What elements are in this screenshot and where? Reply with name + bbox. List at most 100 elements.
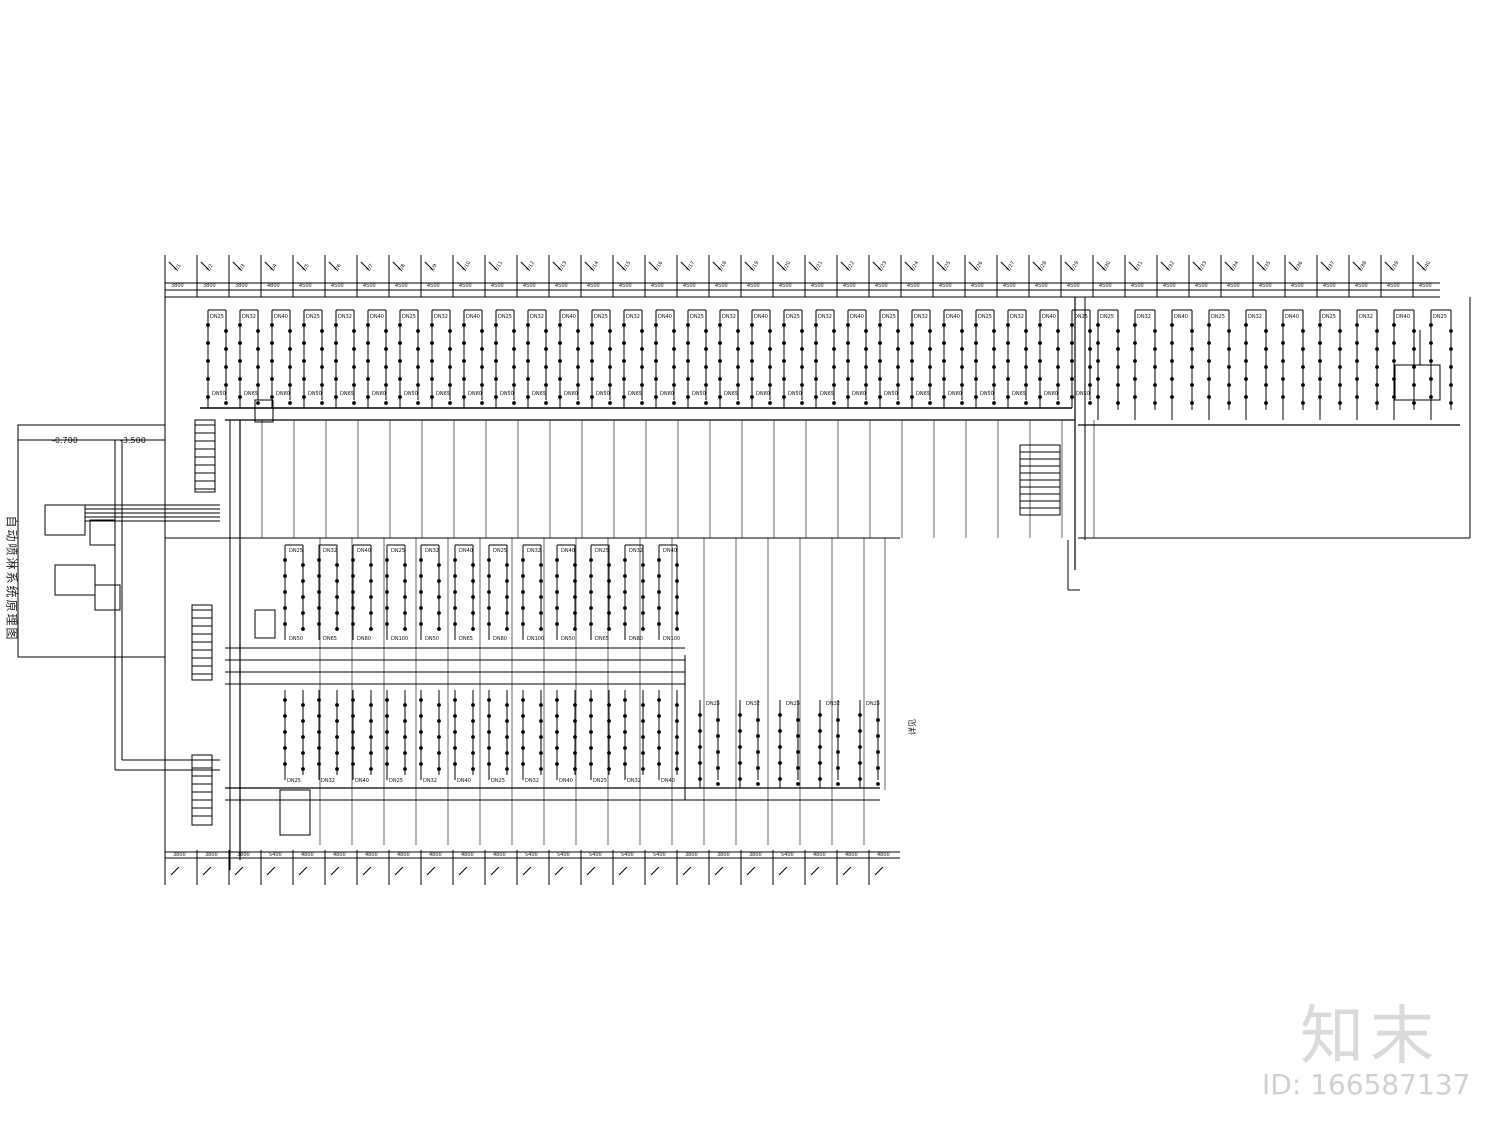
elevation-mark: -0.700 (52, 436, 78, 445)
sprinkler-head (641, 767, 645, 771)
sprinkler-head (505, 627, 509, 631)
sprinkler-head (471, 735, 475, 739)
sprinkler-head (675, 611, 679, 615)
sprinkler-head (1301, 329, 1305, 333)
sprinkler-head (1338, 365, 1342, 369)
sprinkler-head (555, 606, 559, 610)
sprinkler-head (590, 341, 594, 345)
dimension-label: 4500 (427, 283, 440, 289)
sprinkler-head (206, 377, 210, 381)
sprinkler-head (335, 767, 339, 771)
sprinkler-head (494, 359, 498, 363)
sprinkler-head (704, 365, 708, 369)
sprinkler-head (608, 383, 612, 387)
sprinkler-head (430, 359, 434, 363)
axis-label: 1/2 (206, 263, 215, 273)
sprinkler-head (555, 730, 559, 734)
sprinkler-head (1318, 341, 1322, 345)
sprinkler-head (654, 359, 658, 363)
axis-label: 1/9 (430, 263, 439, 273)
pipe-label: DN50 (884, 391, 898, 397)
sprinkler-head (416, 329, 420, 333)
sprinkler-head (657, 762, 661, 766)
sprinkler-head (403, 767, 407, 771)
sprinkler-head (526, 341, 530, 345)
sprinkler-head (1264, 329, 1268, 333)
dimension-label: 4500 (1323, 283, 1336, 289)
sprinkler-head (832, 347, 836, 351)
pipe-label: DN40 (1396, 314, 1410, 320)
sprinkler-head (675, 767, 679, 771)
sprinkler-head (256, 401, 260, 405)
dimension-label: 4500 (1227, 283, 1240, 289)
sprinkler-head (573, 627, 577, 631)
sprinkler-head (416, 383, 420, 387)
axis-label: 1/40 (1422, 260, 1433, 273)
sprinkler-head (1038, 359, 1042, 363)
sprinkler-head (657, 590, 661, 594)
sprinkler-head (539, 703, 543, 707)
sprinkler-head (1088, 329, 1092, 333)
sprinkler-head (1088, 365, 1092, 369)
sprinkler-head (526, 359, 530, 363)
sprinkler-head (846, 395, 850, 399)
axis-label: 1/37 (1326, 260, 1337, 273)
sprinkler-head (539, 579, 543, 583)
axis-label: 1/26 (974, 260, 985, 273)
sprinkler-head (334, 377, 338, 381)
sprinkler-head (1264, 347, 1268, 351)
axis-tick (520, 261, 530, 271)
axis-label: 1/7 (366, 263, 375, 273)
sprinkler-head (716, 750, 720, 754)
sprinkler-head (369, 735, 373, 739)
axis-tick (424, 261, 434, 271)
pipe-label: DN32 (423, 778, 437, 784)
sprinkler-head (657, 746, 661, 750)
pipe-label: DN25 (1433, 314, 1447, 320)
dimension-label: 4500 (1067, 283, 1080, 289)
sprinkler-head (1070, 395, 1074, 399)
sprinkler-head (858, 761, 862, 765)
sprinkler-head (238, 341, 242, 345)
dimension-label: 4500 (555, 283, 568, 289)
sprinkler-head (589, 746, 593, 750)
sprinkler-head (238, 377, 242, 381)
sprinkler-head (622, 377, 626, 381)
axis-label: 1/5 (302, 263, 311, 273)
sprinkler-head (539, 627, 543, 631)
sprinkler-head (896, 383, 900, 387)
sprinkler-head (818, 777, 822, 781)
sprinkler-head (351, 574, 355, 578)
sprinkler-head (366, 395, 370, 399)
sprinkler-head (716, 766, 720, 770)
axis-label: 1/38 (1358, 260, 1369, 273)
sprinkler-head (1116, 401, 1120, 405)
sprinkler-head (283, 698, 287, 702)
sprinkler-head (301, 751, 305, 755)
sprinkler-head (814, 359, 818, 363)
axis-tick (840, 261, 850, 271)
sprinkler-head (1449, 401, 1453, 405)
sprinkler-head (403, 735, 407, 739)
sprinkler-head (928, 365, 932, 369)
sprinkler-head (796, 734, 800, 738)
pipe-label: DN32 (722, 314, 736, 320)
pipe-label: DN25 (498, 314, 512, 320)
sprinkler-head (1207, 395, 1211, 399)
sprinkler-head (704, 329, 708, 333)
pipe-label: DN65 (244, 391, 258, 397)
dimension-label: 4500 (875, 283, 888, 289)
axis-tick (202, 866, 212, 876)
dimension-label: 5400 (525, 852, 538, 858)
sprinkler-head (878, 395, 882, 399)
sprinkler-head (419, 590, 423, 594)
sprinkler-head (1096, 341, 1100, 345)
sprinkler-head (505, 767, 509, 771)
sprinkler-head (369, 611, 373, 615)
dimension-label: 4500 (1419, 283, 1432, 289)
sprinkler-head (818, 761, 822, 765)
dimension-label: 4500 (747, 283, 760, 289)
sprinkler-head (366, 359, 370, 363)
axis-label: 1/30 (1102, 260, 1113, 273)
sprinkler-head (672, 347, 676, 351)
